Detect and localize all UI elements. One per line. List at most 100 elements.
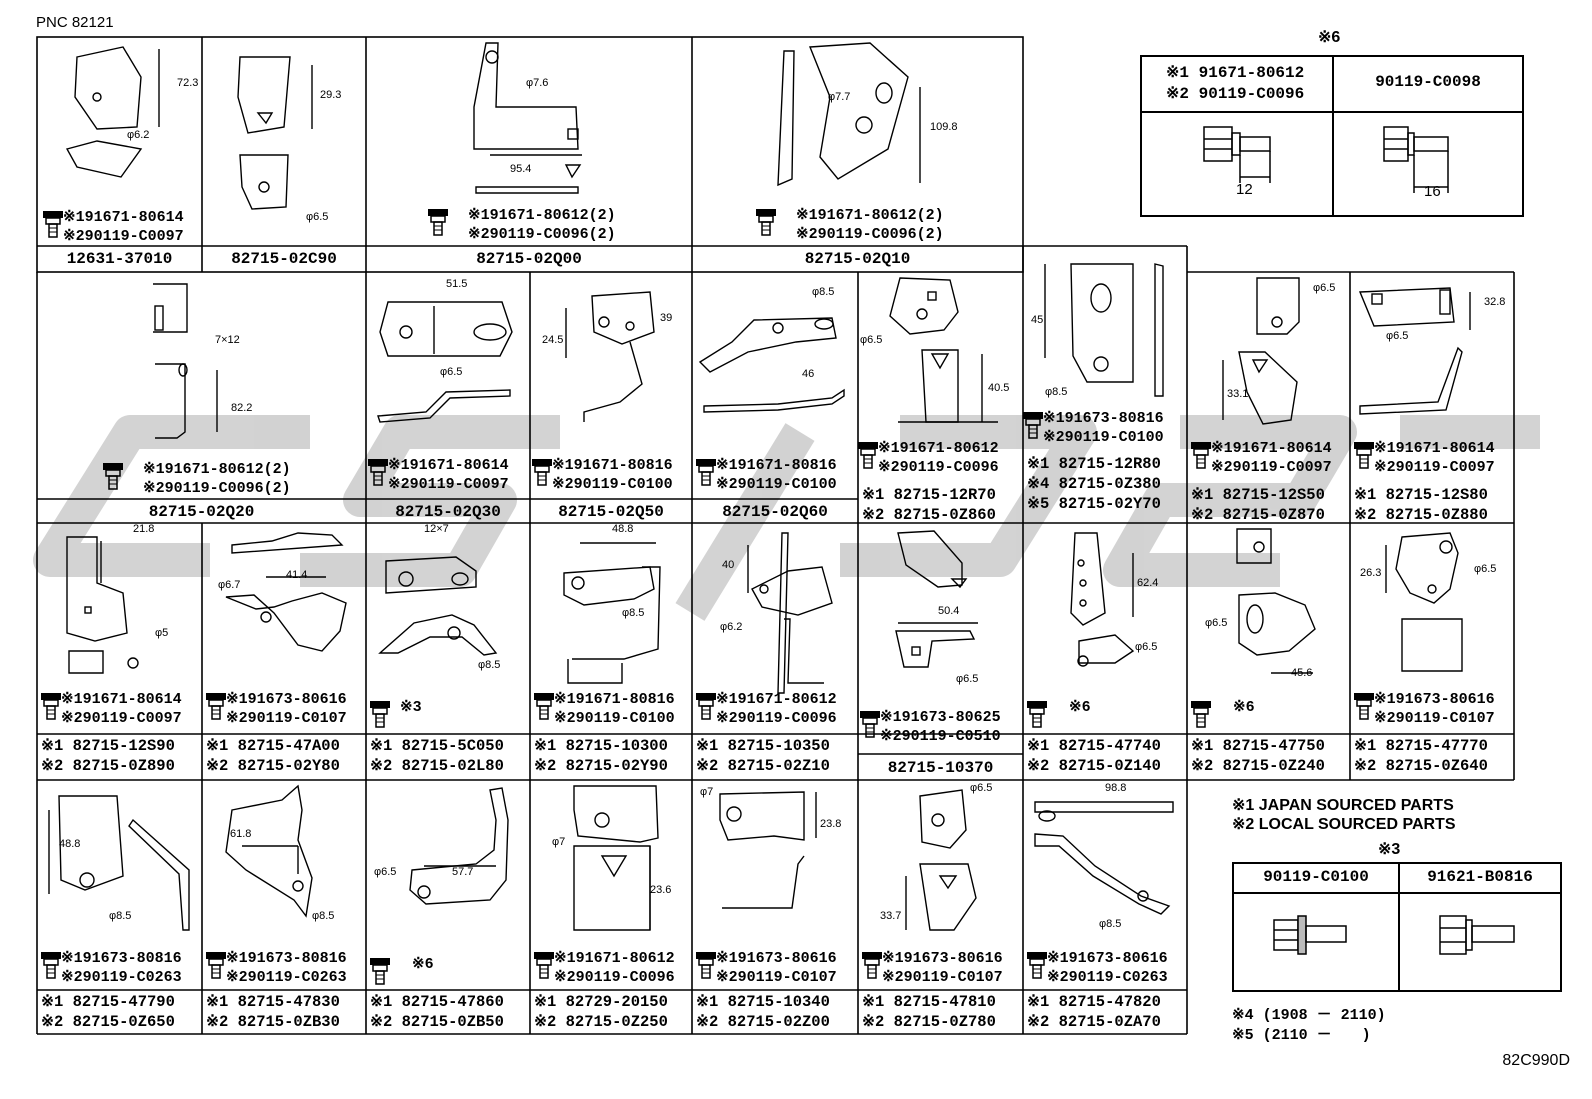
fastener-callout: ※191673-80625 xyxy=(880,709,1001,726)
bolt-icon xyxy=(534,693,555,720)
ref6-table: ※1 91671-80612 ※2 90119-C0096 90119-C009… xyxy=(1140,55,1524,217)
part-number: ※2 82715-0Z240 xyxy=(1191,757,1325,775)
part-number: ※1 82715-47740 xyxy=(1027,737,1161,755)
dimension-label: φ6.2 xyxy=(720,621,743,633)
dimension-label: φ8.5 xyxy=(1045,386,1068,398)
fastener-callout: ※290119-C0263 xyxy=(1047,969,1168,986)
bolt-icon xyxy=(43,211,64,238)
dimension-label: 57.7 xyxy=(452,866,474,878)
ref3-table: 90119-C0100 91621-B0816 xyxy=(1232,862,1562,992)
dimension-label: 48.8 xyxy=(612,523,634,535)
part-illustration xyxy=(895,530,978,668)
part-number: ※1 82715-12S80 xyxy=(1354,486,1488,504)
part-number: ※2 82715-0Z650 xyxy=(41,1013,175,1031)
bolt-icon xyxy=(103,463,124,490)
dimension-label: φ6.5 xyxy=(1313,282,1336,294)
fastener-callout: ※191673-80616 xyxy=(882,950,1003,967)
bolt-icon xyxy=(368,459,389,486)
part-number: ※1 82715-10340 xyxy=(696,993,830,1011)
dimension-label: φ6.7 xyxy=(218,579,241,591)
dimension-label: 95.4 xyxy=(510,163,532,175)
dimension-label: 12×7 xyxy=(424,523,449,535)
dimension-label: φ6.5 xyxy=(440,366,463,378)
part-number: 82715-02Q10 xyxy=(804,250,911,268)
dimension-label: 7×12 xyxy=(215,334,240,346)
fastener-callout: ※290119-C0096 xyxy=(554,969,675,986)
part-number: 82715-02C90 xyxy=(231,250,337,268)
dimension-label: φ7.6 xyxy=(526,77,549,89)
fastener-callout: ※191671-80614 xyxy=(61,691,182,708)
ref6-right-header: 90119-C0098 xyxy=(1375,73,1481,91)
part-illustration xyxy=(225,532,347,652)
dimension-label: φ8.5 xyxy=(312,910,335,922)
fastener-callout: ※290119-C0107 xyxy=(1374,710,1495,727)
fastener-callout: ※290119-C0263 xyxy=(61,969,182,986)
fastener-callout: ※191671-80612(2) xyxy=(796,207,944,224)
bolt-icon xyxy=(1354,693,1375,720)
part-illustration xyxy=(473,42,582,194)
dimension-label: φ8.5 xyxy=(1099,918,1122,930)
part-number: ※1 82715-5C050 xyxy=(370,737,504,755)
dimension-label: 45.6 xyxy=(1291,667,1313,679)
fastener-callout: ※191673-80816 xyxy=(61,950,182,967)
bolt-icon xyxy=(756,209,777,236)
footnote-4: ※4 (1908 － 2110) xyxy=(1232,1007,1386,1024)
fastener-callout: ※290119-C0096(2) xyxy=(468,226,616,243)
fastener-callout: ※290119-C0100 xyxy=(552,476,673,493)
part-illustration xyxy=(905,789,977,931)
dimension-label: φ6.5 xyxy=(1135,641,1158,653)
dimension-label: φ7 xyxy=(700,786,714,798)
part-number: ※2 82715-02L80 xyxy=(370,757,504,775)
part-number: ※1 82715-47770 xyxy=(1354,737,1488,755)
fastener-callout: ※191673-80616 xyxy=(1047,950,1168,967)
fastener-callout: ※191671-80614 xyxy=(1211,440,1332,457)
bolt-icon xyxy=(1191,442,1212,469)
dimension-label: 72.3 xyxy=(177,77,199,89)
ref3-title: ※3 xyxy=(1378,841,1401,858)
fastener-callout: ※290119-C0100 xyxy=(554,710,675,727)
dimension-label: φ7 xyxy=(552,836,566,848)
fastener-callout: ※6 xyxy=(412,956,434,973)
part-number: ※1 82729-20150 xyxy=(534,993,668,1011)
part-illustration xyxy=(573,785,659,931)
fastener-callout: ※191671-80614 xyxy=(63,209,184,226)
part-illustration xyxy=(1044,263,1164,397)
bolt-icon xyxy=(1023,412,1044,439)
part-number: ※2 82715-02Z10 xyxy=(696,757,830,775)
part-number: ※2 82715-0Z860 xyxy=(862,506,996,524)
fastener-callout: ※191673-80816 xyxy=(1043,410,1164,427)
bolt-icon xyxy=(206,952,227,979)
dimension-label: 48.8 xyxy=(59,838,81,850)
fastener-callout: ※191671-80612 xyxy=(716,691,837,708)
part-illustration xyxy=(1070,532,1135,667)
fastener-callout: ※290119-C0097 xyxy=(63,228,184,245)
dimension-label: φ6.2 xyxy=(127,129,150,141)
part-number: ※1 82715-47790 xyxy=(41,993,175,1011)
fastener-callout: ※290119-C0107 xyxy=(882,969,1003,986)
dimension-label: 41.4 xyxy=(286,569,308,581)
dimension-label: 33.7 xyxy=(880,910,902,922)
part-illustration xyxy=(65,46,160,178)
bolt-icon xyxy=(696,459,717,486)
bolt-icon xyxy=(428,209,449,236)
ref6-title: ※6 xyxy=(1318,29,1341,46)
note-japan: ※1 JAPAN SOURCED PARTS xyxy=(1232,797,1454,814)
part-illustration xyxy=(563,542,661,684)
fastener-callout: ※290119-C0097 xyxy=(1374,459,1495,476)
dimension-label: 32.8 xyxy=(1484,296,1506,308)
dimension-label: φ8.5 xyxy=(812,286,835,298)
bolt-icon xyxy=(206,693,227,720)
part-number: ※2 82715-0Z780 xyxy=(862,1013,996,1031)
part-number: ※2 82715-0Z640 xyxy=(1354,757,1488,775)
